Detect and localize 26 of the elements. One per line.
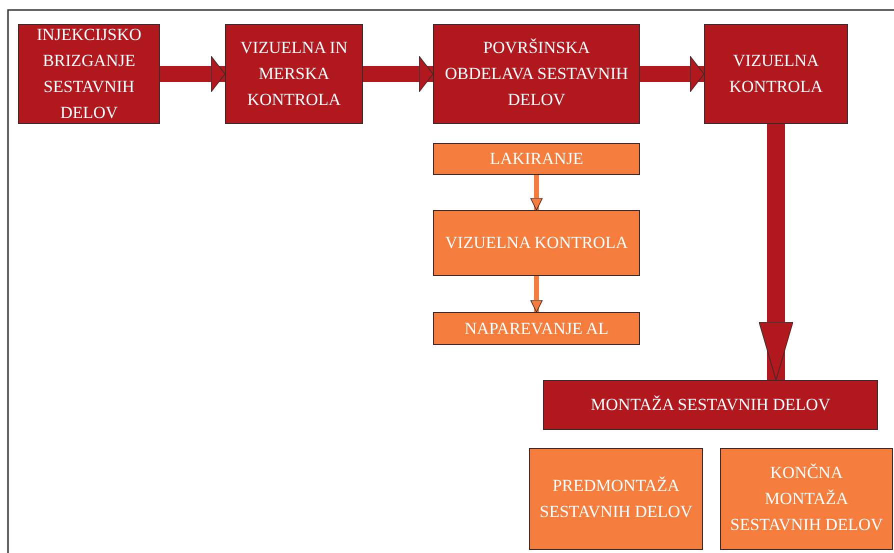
node-label: PREDMONTAŽA SESTAVNIH DELOV [538, 475, 694, 523]
block-arrow [160, 56, 226, 92]
arrow [530, 175, 543, 210]
process-box [704, 24, 848, 124]
sub-process-box [720, 448, 893, 550]
node-label: VIZUELNA IN MERSKA KONTROLA [239, 37, 349, 111]
node-label: VIZUELNA KONTROLA [728, 50, 824, 98]
node-label: LAKIRANJE [490, 148, 584, 170]
process-box [433, 24, 640, 124]
node-label: NAPAREVANJE AL [464, 318, 609, 340]
arrow [530, 276, 543, 312]
process-box [18, 24, 160, 124]
node-label: POVRŠINSKA OBDELAVA SESTAVNIH DELOV [444, 37, 630, 111]
node-label: MONTAŽA SESTAVNIH DELOV [590, 394, 830, 416]
sub-process-box [433, 312, 640, 345]
node-label: INJEKCIJSKO BRIZGANJE SESTAVNIH DELOV [36, 24, 142, 124]
sub-process-box [433, 210, 640, 276]
process-box [225, 24, 363, 124]
sub-process-box [433, 143, 640, 175]
sub-process-box [529, 448, 703, 550]
node-label: VIZUELNA KONTROLA [445, 232, 628, 254]
block-arrow [363, 56, 434, 92]
block-arrow [758, 124, 794, 380]
node-label: KONČNA MONTAŽA SESTAVNIH DELOV [729, 462, 884, 536]
block-arrow [640, 56, 704, 92]
process-box [543, 380, 878, 430]
